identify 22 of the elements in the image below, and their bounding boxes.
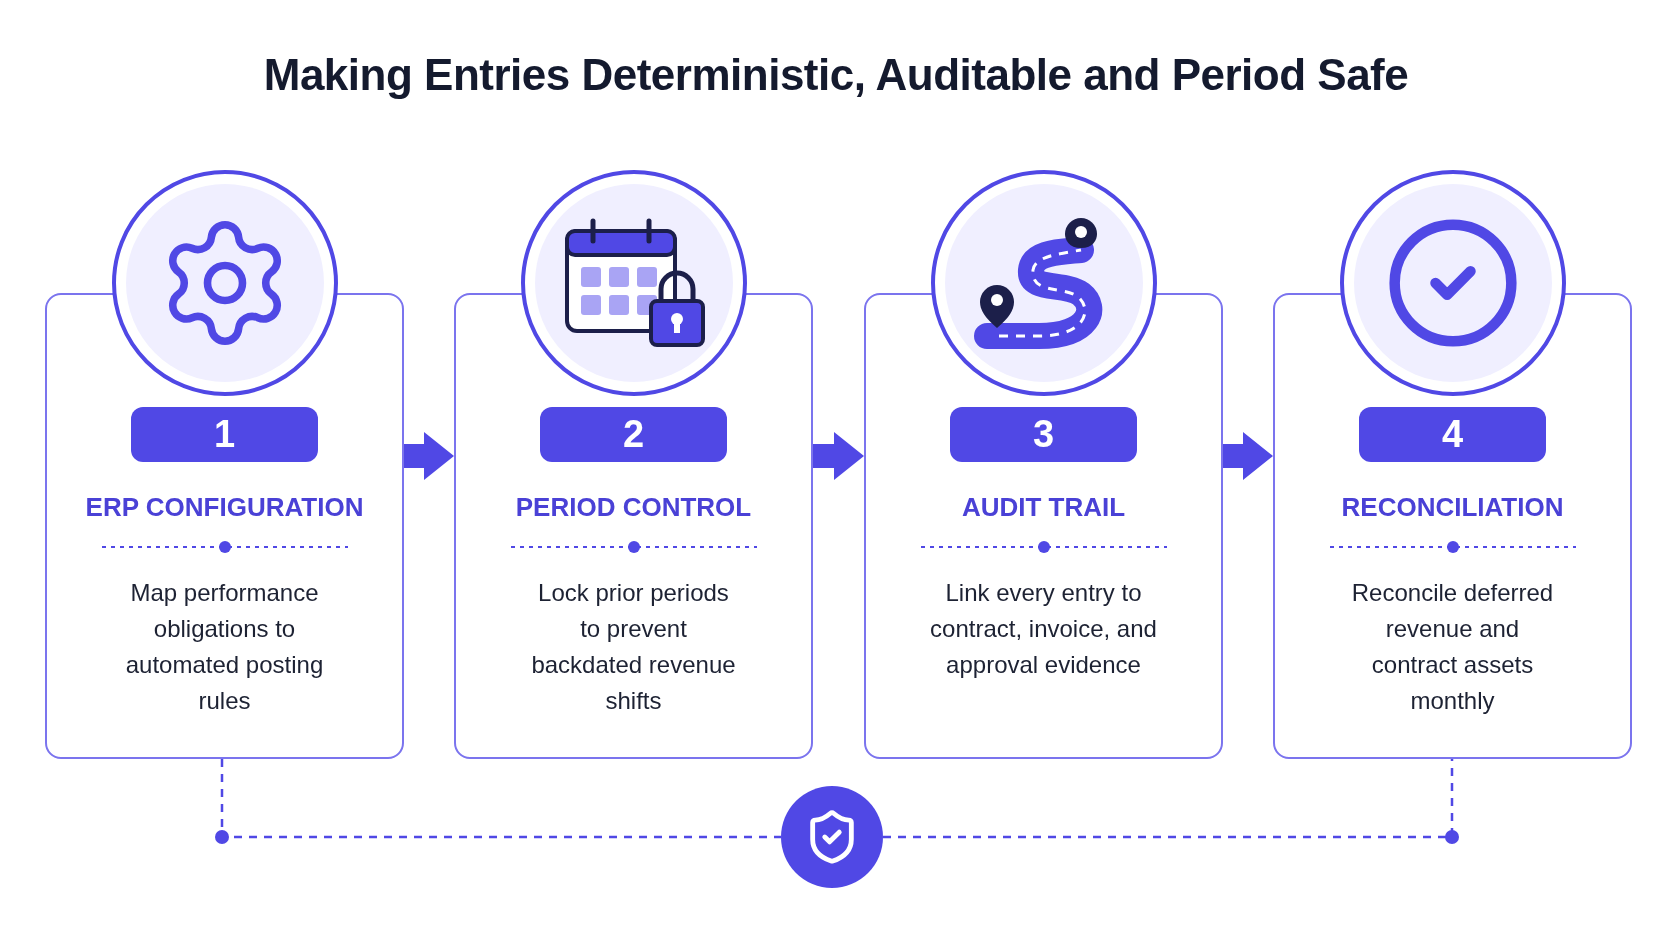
dashed-connector <box>220 759 781 839</box>
step-heading: ERP CONFIGURATION <box>85 492 364 523</box>
step-description: Link every entry to contract, invoice, and approval evidence <box>929 578 1158 680</box>
arrow <box>404 432 454 480</box>
title: Making Entries Deterministic, Auditable and Period Safe <box>263 50 1409 100</box>
step-card <box>1273 293 1632 759</box>
dashed-connector <box>883 759 1454 839</box>
arrow <box>1223 432 1273 480</box>
step-heading: AUDIT TRAIL <box>961 492 1126 523</box>
step-heading: RECONCILIATION <box>1341 492 1564 523</box>
step-number: 2 <box>540 407 727 462</box>
step-description: Reconcile deferred revenue and contract assets monthly <box>1350 578 1555 716</box>
step-card <box>864 293 1223 759</box>
step-number: 1 <box>131 407 318 462</box>
step-description: Lock prior periods to prevent backdated revenue shifts <box>530 578 737 716</box>
step-description: Map performance obligations to automated posting rules <box>124 578 325 716</box>
step-card <box>45 293 404 759</box>
arrow <box>813 432 864 480</box>
step-number: 3 <box>950 407 1137 462</box>
step-heading: PERIOD CONTROL <box>515 492 752 523</box>
step-number: 4 <box>1359 407 1546 462</box>
step-card <box>454 293 813 759</box>
